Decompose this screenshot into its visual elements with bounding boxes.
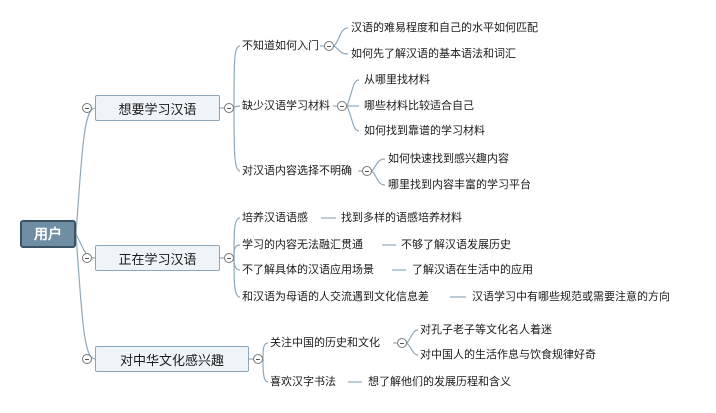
leaf-character-history[interactable]: 想了解他们的发展历程和含义: [368, 375, 511, 388]
leaf-norms-attention[interactable]: 汉语学习中有哪些规范或需要注意的方向: [472, 290, 670, 303]
leaf-suitable-materials[interactable]: 哪些材料比较适合自己: [364, 99, 474, 112]
topic-cannot-integrate[interactable]: 学习的内容无法融汇贯通: [242, 238, 363, 251]
leaf-find-interest[interactable]: 如何快速找到感兴趣内容: [388, 152, 509, 165]
collapse-toggle-icon[interactable]: [337, 101, 347, 111]
leaf-cultural-figures[interactable]: 对孔子老子等文化名人着迷: [420, 323, 552, 336]
leaf-reliable-materials[interactable]: 如何找到靠谱的学习材料: [364, 124, 485, 137]
branch-learning[interactable]: 正在学习汉语: [95, 245, 220, 271]
leaf-basic-grammar[interactable]: 如何先了解汉语的基本语法和词汇: [351, 47, 516, 60]
leaf-life-habits[interactable]: 对中国人的生活作息与饮食规律好奇: [420, 348, 596, 361]
leaf-difficulty-match[interactable]: 汉语的难易程度和自己的水平如何匹配: [351, 21, 538, 34]
topic-language-sense[interactable]: 培养汉语语感: [242, 211, 308, 224]
root-node[interactable]: 用户: [20, 220, 76, 248]
branch-want-to-learn[interactable]: 想要学习汉语: [95, 95, 220, 121]
leaf-sense-materials[interactable]: 找到多样的语感培养材料: [341, 211, 462, 224]
collapse-toggle-icon[interactable]: [82, 354, 92, 364]
collapse-toggle-icon[interactable]: [397, 338, 407, 348]
collapse-toggle-icon[interactable]: [253, 354, 263, 364]
leaf-where-materials[interactable]: 从哪里找材料: [364, 73, 430, 86]
topic-culture-gap[interactable]: 和汉语为母语的人交流遇到文化信息差: [242, 290, 429, 303]
branch-culture-interest[interactable]: 对中华文化感兴趣: [95, 346, 249, 372]
leaf-daily-application[interactable]: 了解汉语在生活中的应用: [412, 263, 533, 276]
topic-history-culture[interactable]: 关注中国的历史和文化: [270, 336, 380, 349]
topic-application-scenes[interactable]: 不了解具体的汉语应用场景: [242, 263, 374, 276]
leaf-language-history[interactable]: 不够了解汉语发展历史: [401, 238, 511, 251]
collapse-toggle-icon[interactable]: [224, 253, 234, 263]
topic-lack-materials[interactable]: 缺少汉语学习材料: [242, 99, 330, 112]
leaf-rich-platform[interactable]: 哪里找到内容丰富的学习平台: [388, 178, 531, 191]
topic-content-unclear[interactable]: 对汉语内容选择不明确: [242, 164, 352, 177]
collapse-toggle-icon[interactable]: [82, 253, 92, 263]
topic-calligraphy[interactable]: 喜欢汉字书法: [270, 375, 336, 388]
collapse-toggle-icon[interactable]: [324, 41, 334, 51]
collapse-toggle-icon[interactable]: [82, 103, 92, 113]
collapse-toggle-icon[interactable]: [362, 166, 372, 176]
collapse-toggle-icon[interactable]: [224, 103, 234, 113]
topic-how-to-start[interactable]: 不知道如何入门: [242, 39, 319, 52]
